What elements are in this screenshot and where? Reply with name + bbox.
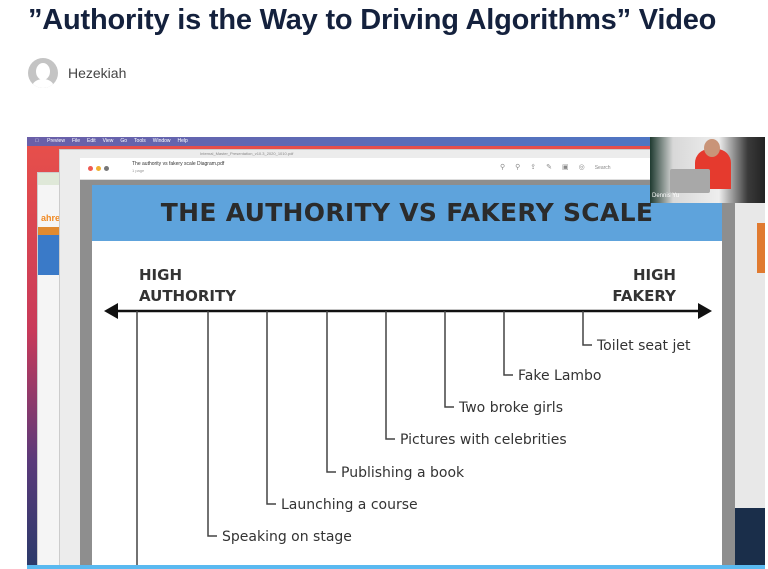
scale-item-label: Two broke girls bbox=[458, 400, 563, 416]
scale-item-label: Pictures with celebrities bbox=[400, 432, 567, 448]
menu-item: Go bbox=[115, 138, 127, 144]
scale-tick bbox=[326, 311, 336, 473]
author-avatar[interactable] bbox=[28, 58, 58, 88]
window-subtitle: 1 page bbox=[132, 168, 145, 173]
right-arrow-icon bbox=[698, 303, 712, 319]
zoom-button[interactable] bbox=[104, 166, 109, 171]
toolbar-icons[interactable]: ⚲⚲⇪✎▣◎Search bbox=[500, 164, 611, 171]
webcam-overlay: Dennis Yu bbox=[650, 137, 765, 203]
scale-item-label: Fake Lambo bbox=[518, 368, 602, 384]
left-arrow-icon bbox=[104, 303, 118, 319]
scale-tick bbox=[207, 311, 217, 537]
search-field[interactable]: Search bbox=[594, 165, 611, 171]
menu-item: File bbox=[66, 138, 80, 144]
scale-tick bbox=[266, 311, 276, 505]
scale-tick bbox=[444, 311, 454, 408]
menu-item: Edit bbox=[81, 138, 96, 144]
background-window-edge bbox=[735, 203, 765, 568]
preview-toolbar: The authority vs fakery scale Diagram.pd… bbox=[80, 158, 735, 180]
slide-title: THE AUTHORITY VS FAKERY SCALE bbox=[92, 185, 722, 241]
scale-item-label: Speaking on stage bbox=[222, 529, 352, 545]
webcam-name: Dennis Yu bbox=[652, 193, 680, 199]
scale-item-label: Publishing a book bbox=[341, 465, 465, 481]
back-window-title: Internal_Master_Presentation_v10.3_2020_… bbox=[200, 151, 294, 156]
post-title: ”Authority is the Way to Driving Algorit… bbox=[28, 4, 717, 36]
apple-icon:  bbox=[35, 138, 39, 144]
scale-tick bbox=[503, 311, 513, 376]
menu-item: Help bbox=[172, 138, 188, 144]
scale-tick bbox=[582, 311, 592, 346]
close-button[interactable] bbox=[88, 166, 93, 171]
menu-item: Tools bbox=[128, 138, 146, 144]
video-progress-bar[interactable] bbox=[27, 565, 765, 569]
window-title: The authority vs fakery scale Diagram.pd… bbox=[132, 161, 225, 167]
preview-window: The authority vs fakery scale Diagram.pd… bbox=[80, 158, 735, 569]
menu-item: Preview bbox=[42, 138, 65, 144]
author-name[interactable]: Hezekiah bbox=[68, 65, 127, 81]
menu-item: View bbox=[97, 138, 114, 144]
scale-tick bbox=[385, 311, 395, 440]
scale-item-label: Toilet seat jet bbox=[596, 338, 691, 354]
scale-item-label: Launching a course bbox=[281, 497, 418, 513]
menu-item: Window bbox=[147, 138, 171, 144]
minimize-button[interactable] bbox=[96, 166, 101, 171]
